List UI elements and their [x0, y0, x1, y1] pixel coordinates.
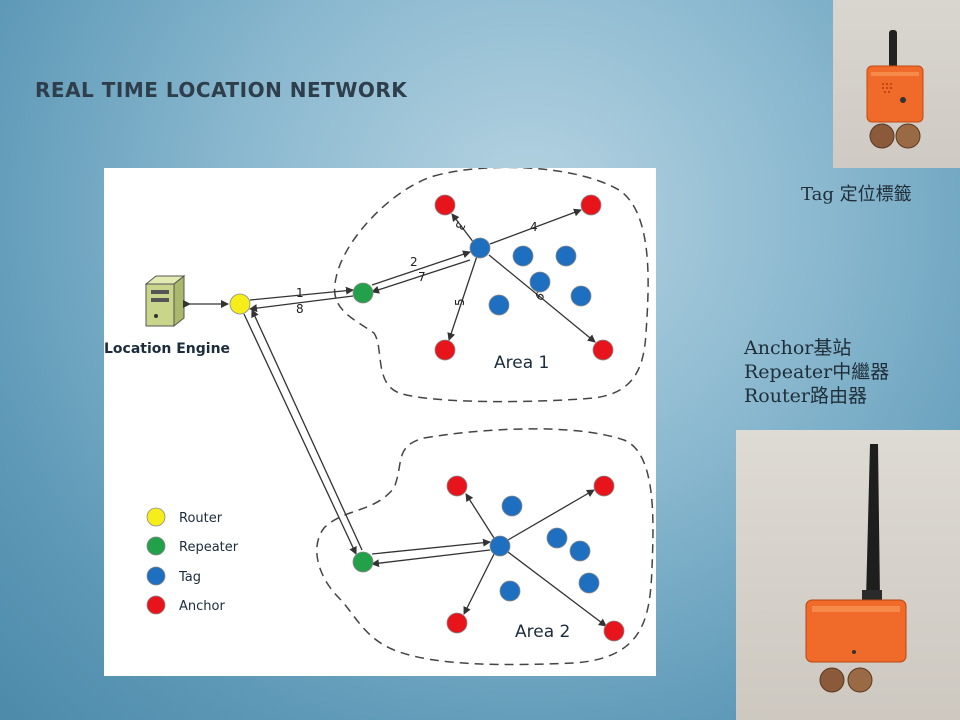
router-device-photo — [736, 430, 960, 720]
repeater-caption: Repeater中繼器 — [744, 361, 890, 383]
anchor-node — [434, 194, 456, 216]
area2-link-d — [507, 551, 607, 627]
repeater-node-2 — [352, 551, 374, 573]
location-engine-label: Location Engine — [104, 341, 230, 357]
router-repeater2-down — [243, 313, 357, 555]
router-repeater2-up — [251, 309, 363, 551]
area2-link-b — [507, 489, 595, 541]
anchor-node — [592, 339, 614, 361]
router-device-illustration — [805, 444, 907, 693]
legend: Router Repeater Tag Anchor — [146, 507, 239, 615]
legend-label-tag: Tag — [178, 570, 201, 585]
link-label-7: 7 — [418, 270, 426, 284]
tag-node — [489, 535, 511, 557]
link-label-2: 2 — [410, 255, 418, 269]
anchor-node — [603, 620, 625, 642]
nodes — [229, 194, 625, 642]
link-label-3: 3 — [452, 219, 468, 233]
tag-node — [569, 540, 591, 562]
area-2-boundary — [316, 428, 654, 666]
router-node — [229, 293, 251, 315]
anchor-node — [580, 194, 602, 216]
network-diagram-svg: Location Engine 1 8 2 7 — [104, 168, 654, 666]
device-captions: Anchor基站 Repeater中繼器 Router路由器 — [744, 336, 889, 408]
link-label-4: 4 — [530, 220, 538, 234]
tag-node — [499, 580, 521, 602]
server-icon — [144, 274, 186, 328]
tag-node — [512, 245, 534, 267]
legend-label-anchor: Anchor — [179, 599, 225, 614]
link-7 — [371, 259, 471, 294]
anchor-node — [434, 339, 456, 361]
connections — [183, 208, 607, 627]
tag-node — [488, 294, 510, 316]
legend-label-repeater: Repeater — [179, 540, 239, 555]
area-1-boundary — [333, 168, 649, 403]
slide-title: REAL TIME LOCATION NETWORK — [35, 78, 408, 102]
link-3 — [451, 213, 475, 244]
tag-device-illustration — [866, 30, 924, 149]
legend-swatch-anchor — [146, 595, 166, 615]
link-8 — [249, 295, 354, 313]
area-2-label: Area 2 — [515, 622, 570, 642]
tag-node — [529, 271, 551, 293]
link-label-8: 8 — [296, 302, 304, 316]
legend-swatch-tag — [146, 566, 166, 586]
area2-link-c — [463, 551, 496, 615]
anchor-node — [593, 475, 615, 497]
tag-node — [555, 245, 577, 267]
repeater-node-1 — [352, 282, 374, 304]
link-5 — [447, 255, 478, 341]
tag-caption: Tag 定位標籤 — [801, 184, 912, 205]
tag-node — [469, 237, 491, 259]
repeater2-tag-link — [371, 538, 491, 555]
router-caption: Router路由器 — [744, 385, 867, 407]
link-label-1: 1 — [296, 286, 304, 300]
link-1 — [249, 286, 354, 301]
legend-label-router: Router — [179, 511, 223, 526]
link-label-5: 5 — [453, 298, 467, 306]
network-diagram: Location Engine 1 8 2 7 — [104, 168, 656, 676]
area2-link-a — [465, 493, 495, 539]
tag-node — [578, 572, 600, 594]
area-1-label: Area 1 — [494, 353, 549, 373]
tag-node — [501, 495, 523, 517]
tag-node — [570, 285, 592, 307]
link-labels: 1 8 2 7 3 4 5 6 — [296, 219, 547, 316]
link-2 — [371, 250, 471, 286]
tag-repeater2-link — [371, 549, 491, 568]
anchor-node — [446, 612, 468, 634]
link-6 — [488, 254, 596, 343]
anchor-caption: Anchor基站 — [744, 337, 852, 359]
tag-device-photo — [833, 0, 960, 168]
anchor-node — [446, 475, 468, 497]
legend-swatch-router — [146, 507, 166, 527]
tag-node — [546, 527, 568, 549]
link-4 — [489, 208, 582, 245]
legend-swatch-repeater — [146, 536, 166, 556]
